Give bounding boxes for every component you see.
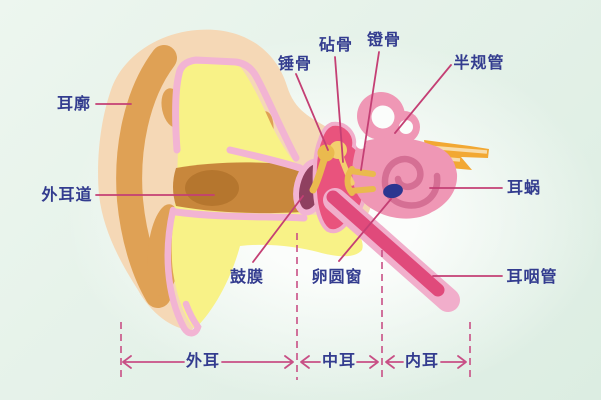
cochlea-spiral <box>381 155 441 209</box>
leader-incus <box>334 56 344 163</box>
leader-eardrum <box>252 195 304 263</box>
label-auricle: 耳廓 <box>56 96 92 113</box>
malleus-shape <box>317 144 335 162</box>
leader-stapes <box>360 51 380 171</box>
canal-border-upper <box>226 146 304 172</box>
label-stapes: 镫骨 <box>366 32 402 49</box>
eustachian-tube-shape <box>323 188 460 312</box>
canal-block-border-top <box>172 56 300 162</box>
middle-ear-arrow-right <box>356 355 379 369</box>
label-semicircular-canals: 半规管 <box>453 55 505 72</box>
inner-ear-arrow-right <box>440 355 467 369</box>
canal-loop-hole-1 <box>371 105 395 129</box>
leader-oval-window <box>338 198 392 262</box>
label-eustachian-tube: 耳咽管 <box>506 269 558 286</box>
label-region-outer-ear: 外耳 <box>185 353 221 370</box>
lobe-border <box>164 206 202 337</box>
outer-ear-arrow-left <box>122 355 185 369</box>
label-ear-canal: 外耳道 <box>41 187 93 204</box>
oval-window-shape <box>383 183 403 199</box>
label-region-middle-ear: 中耳 <box>321 353 357 370</box>
label-incus: 砧骨 <box>318 37 354 54</box>
inner-ear-group <box>352 92 458 219</box>
label-oval-window: 卵圆窗 <box>311 269 363 286</box>
leader-semicircular-canals <box>394 64 452 134</box>
canal-block-group <box>164 56 363 337</box>
eustachian-tube-core <box>326 190 445 297</box>
malleus-handle <box>309 156 328 194</box>
outer-ear-arrow-right <box>221 355 294 369</box>
label-eardrum: 鼓膜 <box>229 269 265 286</box>
label-cochlea: 耳蜗 <box>506 180 542 197</box>
divider-dashed-lines <box>120 233 471 380</box>
middle-ear-arrow-left <box>300 355 321 369</box>
measure-arrows <box>122 355 467 369</box>
inner-ear-arrow-left <box>385 355 404 369</box>
canal-loop-hole-3 <box>356 139 366 149</box>
canal-border-bottom <box>172 208 308 222</box>
antihelix-shade <box>116 45 177 308</box>
leader-lines <box>95 51 503 277</box>
ear-canal-shadow <box>185 170 239 206</box>
leader-malleus <box>295 73 329 151</box>
stapes-shape <box>344 166 376 196</box>
label-malleus: 锤骨 <box>277 56 313 73</box>
label-region-inner-ear: 内耳 <box>404 353 440 370</box>
